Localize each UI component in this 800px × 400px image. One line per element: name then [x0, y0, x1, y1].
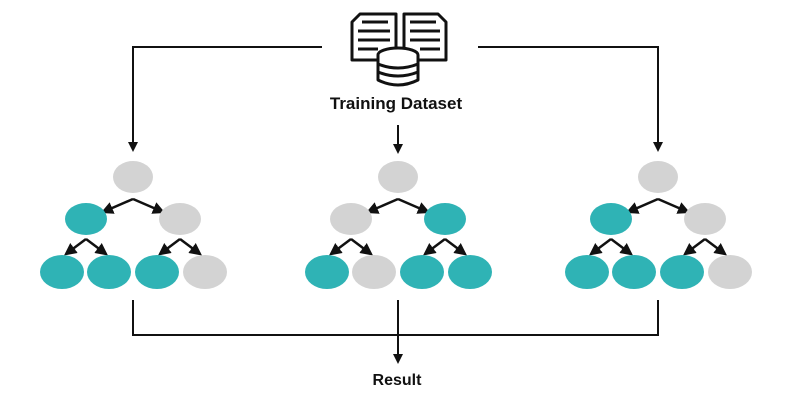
tree-3 [565, 161, 752, 289]
tree-node-active [660, 255, 704, 289]
tree-edge-arrow [64, 238, 87, 256]
tree-node-inactive [638, 161, 678, 193]
tree-edge-arrow [423, 238, 446, 256]
tree-edge-arrow [444, 238, 467, 256]
tree-node-inactive [708, 255, 752, 289]
tree-node-active [135, 255, 179, 289]
tree-node-active [612, 255, 656, 289]
tree-node-active [424, 203, 466, 235]
tree-2 [305, 161, 492, 289]
tree-edge-arrow [704, 238, 727, 256]
tree-edge-arrow [625, 197, 659, 214]
tree-edge-arrow [397, 197, 431, 214]
tree-node-active [565, 255, 609, 289]
tree-node-inactive [330, 203, 372, 235]
tree-edge-arrow [85, 238, 108, 256]
tree-node-inactive [352, 255, 396, 289]
tree-edge-arrow [589, 238, 612, 256]
tree-node-inactive [684, 203, 726, 235]
tree-node-active [65, 203, 107, 235]
tree-edge-arrow [329, 238, 352, 256]
tree-1 [40, 161, 227, 289]
tree-node-active [590, 203, 632, 235]
tree-edge-arrow [179, 238, 202, 256]
tree-edge-arrow [100, 197, 134, 214]
tree-edge-arrow [350, 238, 373, 256]
tree-node-active [87, 255, 131, 289]
tree-edge-arrow [683, 238, 706, 256]
tree-node-active [305, 255, 349, 289]
tree-node-active [40, 255, 84, 289]
training-dataset-label: Training Dataset [329, 94, 463, 113]
tree-node-inactive [113, 161, 153, 193]
tree-edge-arrow [158, 238, 181, 256]
dataset-icon [350, 12, 448, 87]
tree-edge-arrow [365, 197, 399, 214]
result-label: Result [372, 372, 422, 389]
tree-edge-arrow [610, 238, 633, 256]
tree-node-active [448, 255, 492, 289]
tree-node-inactive [378, 161, 418, 193]
connector-lines [128, 46, 663, 364]
tree-node-inactive [159, 203, 201, 235]
tree-edge-arrow [657, 197, 691, 214]
tree-node-inactive [183, 255, 227, 289]
tree-edge-arrow [132, 197, 166, 214]
tree-node-active [400, 255, 444, 289]
